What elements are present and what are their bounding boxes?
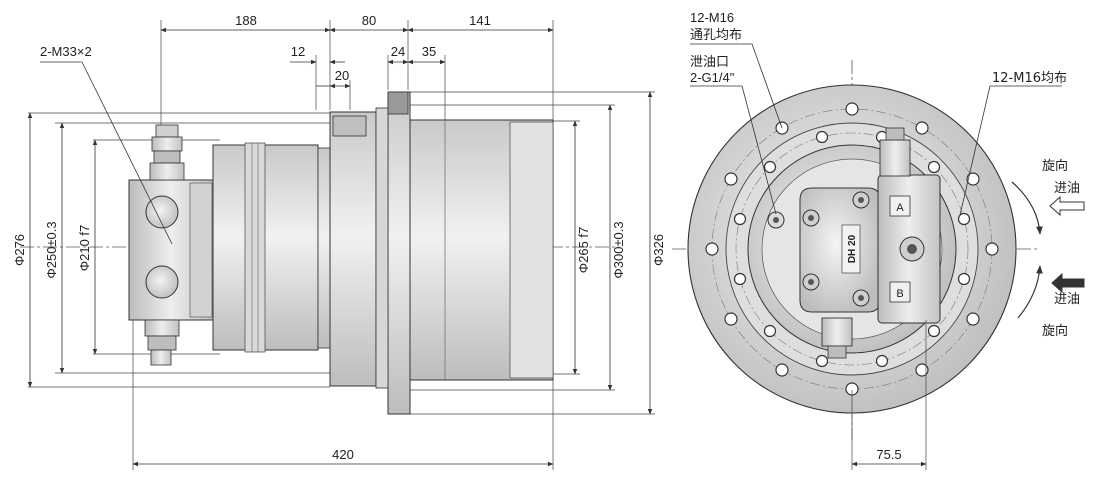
dim-326: Φ326 [651, 234, 666, 266]
motor-ring [244, 142, 266, 353]
port-b-box [889, 281, 911, 303]
extension-lines [132, 20, 554, 470]
model-plate [841, 224, 861, 274]
valve-block-side [189, 182, 213, 318]
motor-body [212, 144, 319, 351]
dim-265: Φ265 f7 [576, 227, 591, 274]
leader-drain [741, 85, 777, 215]
dim-420: 420 [332, 447, 354, 462]
inner-tapped-holes [733, 130, 971, 368]
inlet-arrow-top [1049, 195, 1085, 217]
output-flange [387, 91, 411, 415]
port-a-label: A [896, 202, 904, 214]
dim-24: 24 [391, 44, 405, 59]
drain-line2: 2-G1/4" [690, 70, 735, 85]
rotation-top-label: 旋向 [1042, 158, 1068, 174]
fitting-bottom [144, 319, 180, 366]
rotation-arrow-top [1011, 181, 1043, 235]
drain-line1: 泄油口 [690, 55, 729, 70]
outer-bolt-holes [705, 102, 999, 396]
thru-holes-line2: 通孔均布 [690, 28, 742, 43]
port-callout: 2-M33×2 [40, 44, 92, 59]
end-cap [509, 121, 554, 379]
bolt-circle-inner [735, 132, 969, 366]
dim-20: 20 [335, 68, 349, 83]
port-callout-leader [81, 61, 173, 245]
leader-tapped [959, 85, 991, 216]
side-view: 2-M33×2 188 80 141 12 20 24 35 420 Φ276 … [12, 13, 666, 470]
bottom-fitting-front [821, 317, 853, 347]
dim-188: 188 [235, 13, 257, 28]
thru-holes-line1: 12-M16 [690, 10, 734, 25]
tapped-holes-label: 12-M16均布 [992, 71, 1067, 86]
dim-35: 35 [422, 44, 436, 59]
dim-75-5: 75.5 [876, 447, 901, 462]
flange-step [375, 107, 389, 389]
dim-300: Φ300±0.3 [611, 221, 626, 278]
diameter-extensions [28, 91, 655, 415]
dim-210: Φ210 f7 [77, 225, 92, 272]
fitting-top [149, 124, 185, 181]
inlet-top-label: 进油 [1054, 181, 1080, 196]
port-circle-upper [145, 195, 179, 229]
rotation-bottom-label: 旋向 [1042, 323, 1068, 339]
port-a-box [889, 195, 911, 217]
model-label: DH 20 [847, 234, 858, 263]
output-flange-inner [329, 111, 377, 387]
rotation-arrow-bottom [1017, 265, 1043, 319]
dim-250: Φ250±0.3 [44, 221, 59, 278]
flange-bolt-head [387, 91, 409, 115]
dim-276: Φ276 [12, 234, 27, 266]
front-view: DH 20 A B 12-M16 通孔均布 泄油口 2-G1/4" 12-M16… [672, 10, 1085, 470]
inlet-bottom-label: 进油 [1054, 292, 1080, 307]
inlet-arrow-bottom [1051, 272, 1085, 294]
dim-141: 141 [469, 13, 491, 28]
dim-80: 80 [362, 13, 376, 28]
drain-notch [332, 115, 367, 137]
leader-thru-holes [751, 43, 783, 129]
top-fitting-front [879, 139, 911, 177]
port-circle-lower [145, 265, 179, 299]
port-b-label: B [896, 288, 903, 300]
dim-12: 12 [291, 44, 305, 59]
